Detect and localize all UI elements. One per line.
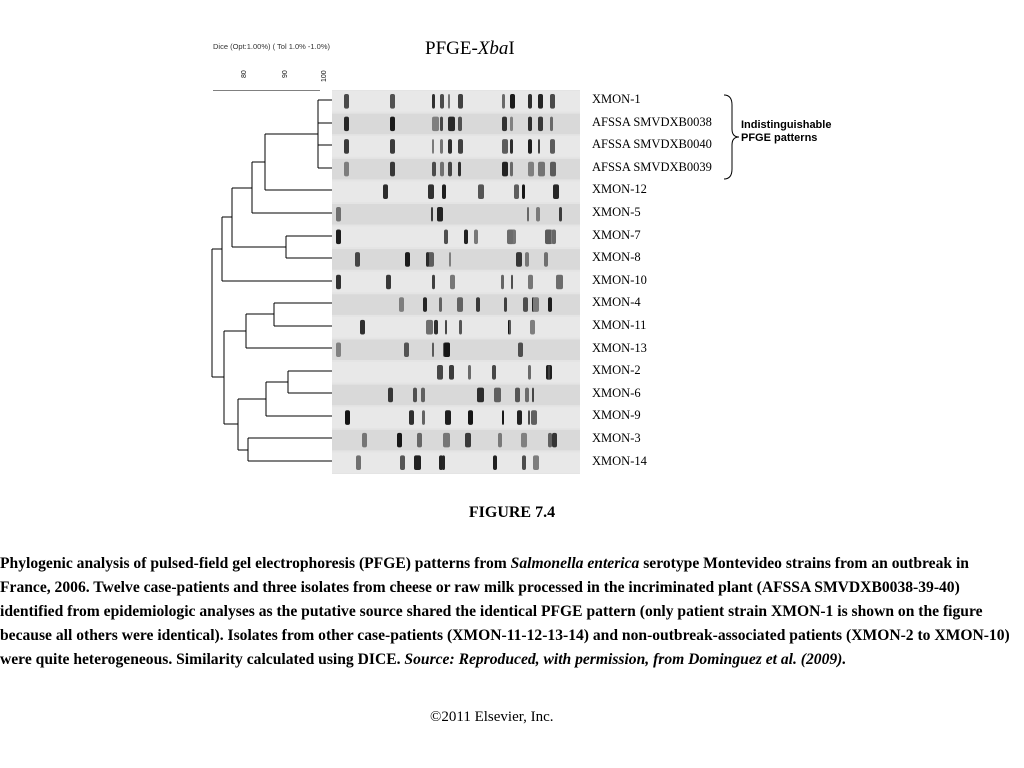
gel-lane <box>332 136 580 157</box>
scale-tick-label: 100 <box>321 70 328 82</box>
lane-label: XMON-12 <box>592 182 647 197</box>
figure-title: PFGE-XbaI <box>425 38 515 59</box>
bracket-label: Indistinguishable PFGE patterns <box>741 119 831 145</box>
gel-lane <box>332 271 580 293</box>
scale-tick-label: 80 <box>241 70 248 78</box>
gel-lane <box>332 158 580 180</box>
scale-tick-label: 90 <box>282 70 289 78</box>
copyright: ©2011 Elsevier, Inc. <box>430 709 554 725</box>
lane-label: XMON-7 <box>592 227 641 242</box>
bracket-label-line: Indistinguishable <box>741 119 832 131</box>
bracket-label-line: PFGE patterns <box>741 132 818 144</box>
gel-lane <box>332 294 580 315</box>
caption-species: Salmonella enterica <box>510 555 640 572</box>
gel-lane <box>332 384 580 406</box>
lane-label: XMON-6 <box>592 385 641 400</box>
lane-label: AFSSA SMVDXB0039 <box>592 159 712 174</box>
gel-lane <box>332 407 580 428</box>
dice-header: Dice (Opt:1.00%) ( Tol 1.0% -1.0%) <box>213 42 330 51</box>
gel-lane <box>332 429 580 451</box>
gel-lane <box>332 249 580 270</box>
gel-lane <box>332 181 580 202</box>
lane-label: AFSSA SMVDXB0038 <box>592 114 712 129</box>
lane-label: XMON-1 <box>592 92 641 106</box>
caption-source: Source: Reproduced, with permission, fro… <box>404 651 847 668</box>
gel-lane <box>332 339 580 361</box>
gel-lane <box>332 452 580 473</box>
gel-lane <box>332 91 580 112</box>
lane-label: XMON-9 <box>592 408 641 423</box>
lane-label: XMON-10 <box>592 272 647 287</box>
gel-lane <box>332 362 580 383</box>
figure-number: FIGURE 7.4 <box>468 504 556 521</box>
gel-lane <box>332 113 580 135</box>
lane-label: XMON-11 <box>592 318 647 332</box>
pfge-gel-image <box>332 90 580 474</box>
lane-label: XMON-13 <box>592 340 647 355</box>
gel-lane <box>332 203 580 225</box>
lane-label: XMON-14 <box>592 453 647 468</box>
identical-patterns-bracket <box>723 94 740 180</box>
lane-label: XMON-5 <box>592 205 641 219</box>
gel-lane <box>332 316 580 338</box>
figure-caption: Phylogenic analysis of pulsed-field gel … <box>0 552 1022 672</box>
caption-text: serotype Montevideo strains from an outb… <box>0 555 1010 668</box>
gel-lane <box>332 226 580 248</box>
lane-label: XMON-4 <box>592 295 641 310</box>
dendrogram <box>211 90 332 462</box>
lane-label: XMON-3 <box>592 431 641 445</box>
lane-label: XMON-2 <box>592 363 641 378</box>
lane-label: XMON-8 <box>592 250 641 265</box>
caption-text: Phylogenic analysis of pulsed-field gel … <box>0 555 511 572</box>
lane-label: AFSSA SMVDXB0040 <box>592 137 712 152</box>
